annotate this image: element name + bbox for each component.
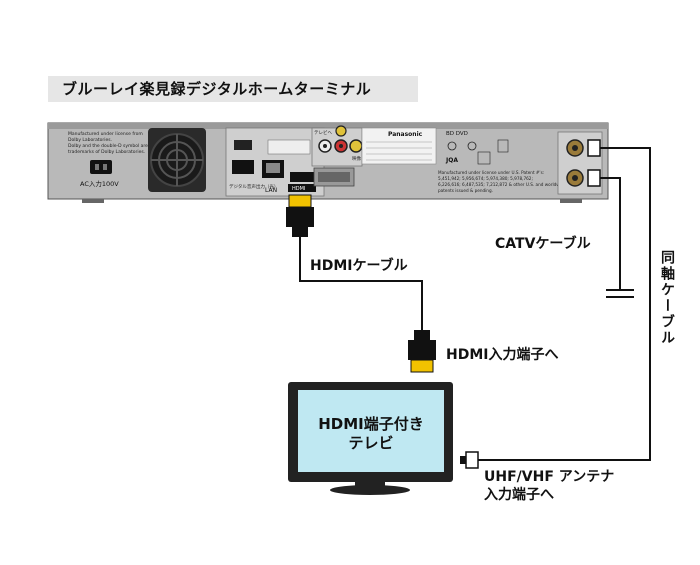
license-right-line: patents issued & pending. [438,188,493,193]
coax-plug-bottom [587,169,601,187]
optical-port [232,160,254,174]
coax-cable-label: 同軸ケーブル [659,250,675,346]
jqa-label: JQA [445,157,458,164]
tv-set [288,382,453,495]
license-left-line: Dolby Laboratories. [68,137,112,143]
digital-out-label: デジタル音声出力（光） [229,183,278,190]
brand-label: Panasonic [388,131,423,138]
coax-cable [478,147,651,461]
hdmi-plug-device [286,194,314,237]
bd-dvd-label: BD DVD [446,131,468,137]
license-right-line: Manufactured under license under U.S. Pa… [438,170,544,175]
device-title: ブルーレイ楽見録デジタルホームターミナル [48,76,418,102]
tv-label: HDMI端子付き テレビ [300,415,442,453]
power-label: AC入力100V [80,179,119,188]
license-right-line: 5,451,942; 5,956,674; 5,974,380; 5,978,7… [438,176,533,181]
hdmi-cable [299,237,423,330]
uhf-vhf-label-line2: 入力端子へ [484,487,554,503]
device-rear-panel: Manufactured under license from Dolby La… [47,122,609,203]
av-output-cluster: テレビへ 映像 [311,125,363,187]
ac-power-inlet: AC入力100V [80,160,119,188]
rf-connectors [557,131,603,195]
tv-label-line2: テレビ [348,434,394,452]
uhf-vhf-label-line1: UHF/VHF アンテナ [484,469,615,485]
rating-label: Panasonic [361,127,437,165]
license-text-right: Manufactured under license under U.S. Pa… [438,170,567,193]
license-text-left: Manufactured under license from Dolby La… [68,131,148,155]
cooling-fan [148,128,206,192]
coax-plug-tv [460,451,479,469]
hdmi-port-label: HDMI [292,186,305,192]
catv-wall-outlet [606,289,634,298]
license-left-line: Manufactured under license from [68,131,143,137]
hdmi-plug-tv [408,330,436,373]
hdmi-port [290,172,314,182]
catv-cable-label: CATVケーブル [495,236,591,252]
license-left-line: trademarks of Dolby Laboratories. [68,149,145,155]
port-cluster: デジタル音声出力（光） LAN HDMI [225,127,325,197]
hdmi-input-label: HDMI入力端子へ [446,347,559,363]
lan-label: LAN [265,187,277,194]
coax-plug-top [587,139,601,157]
tv-out-label: テレビへ [314,129,332,136]
logo-area: BD DVD JQA [445,131,509,165]
catv-cable [600,177,621,290]
license-right-line: 6,226,616; 6,487,535; 7,212,872 & other … [438,182,567,187]
tv-label-line1: HDMI端子付き [318,415,424,433]
tv-screen [298,390,444,472]
usb-port [234,140,252,150]
license-left-line: Dolby and the double-D symbol are [68,143,148,149]
video-label: 映像 [352,155,361,162]
hdmi-cable-label: HDMIケーブル [310,258,408,274]
